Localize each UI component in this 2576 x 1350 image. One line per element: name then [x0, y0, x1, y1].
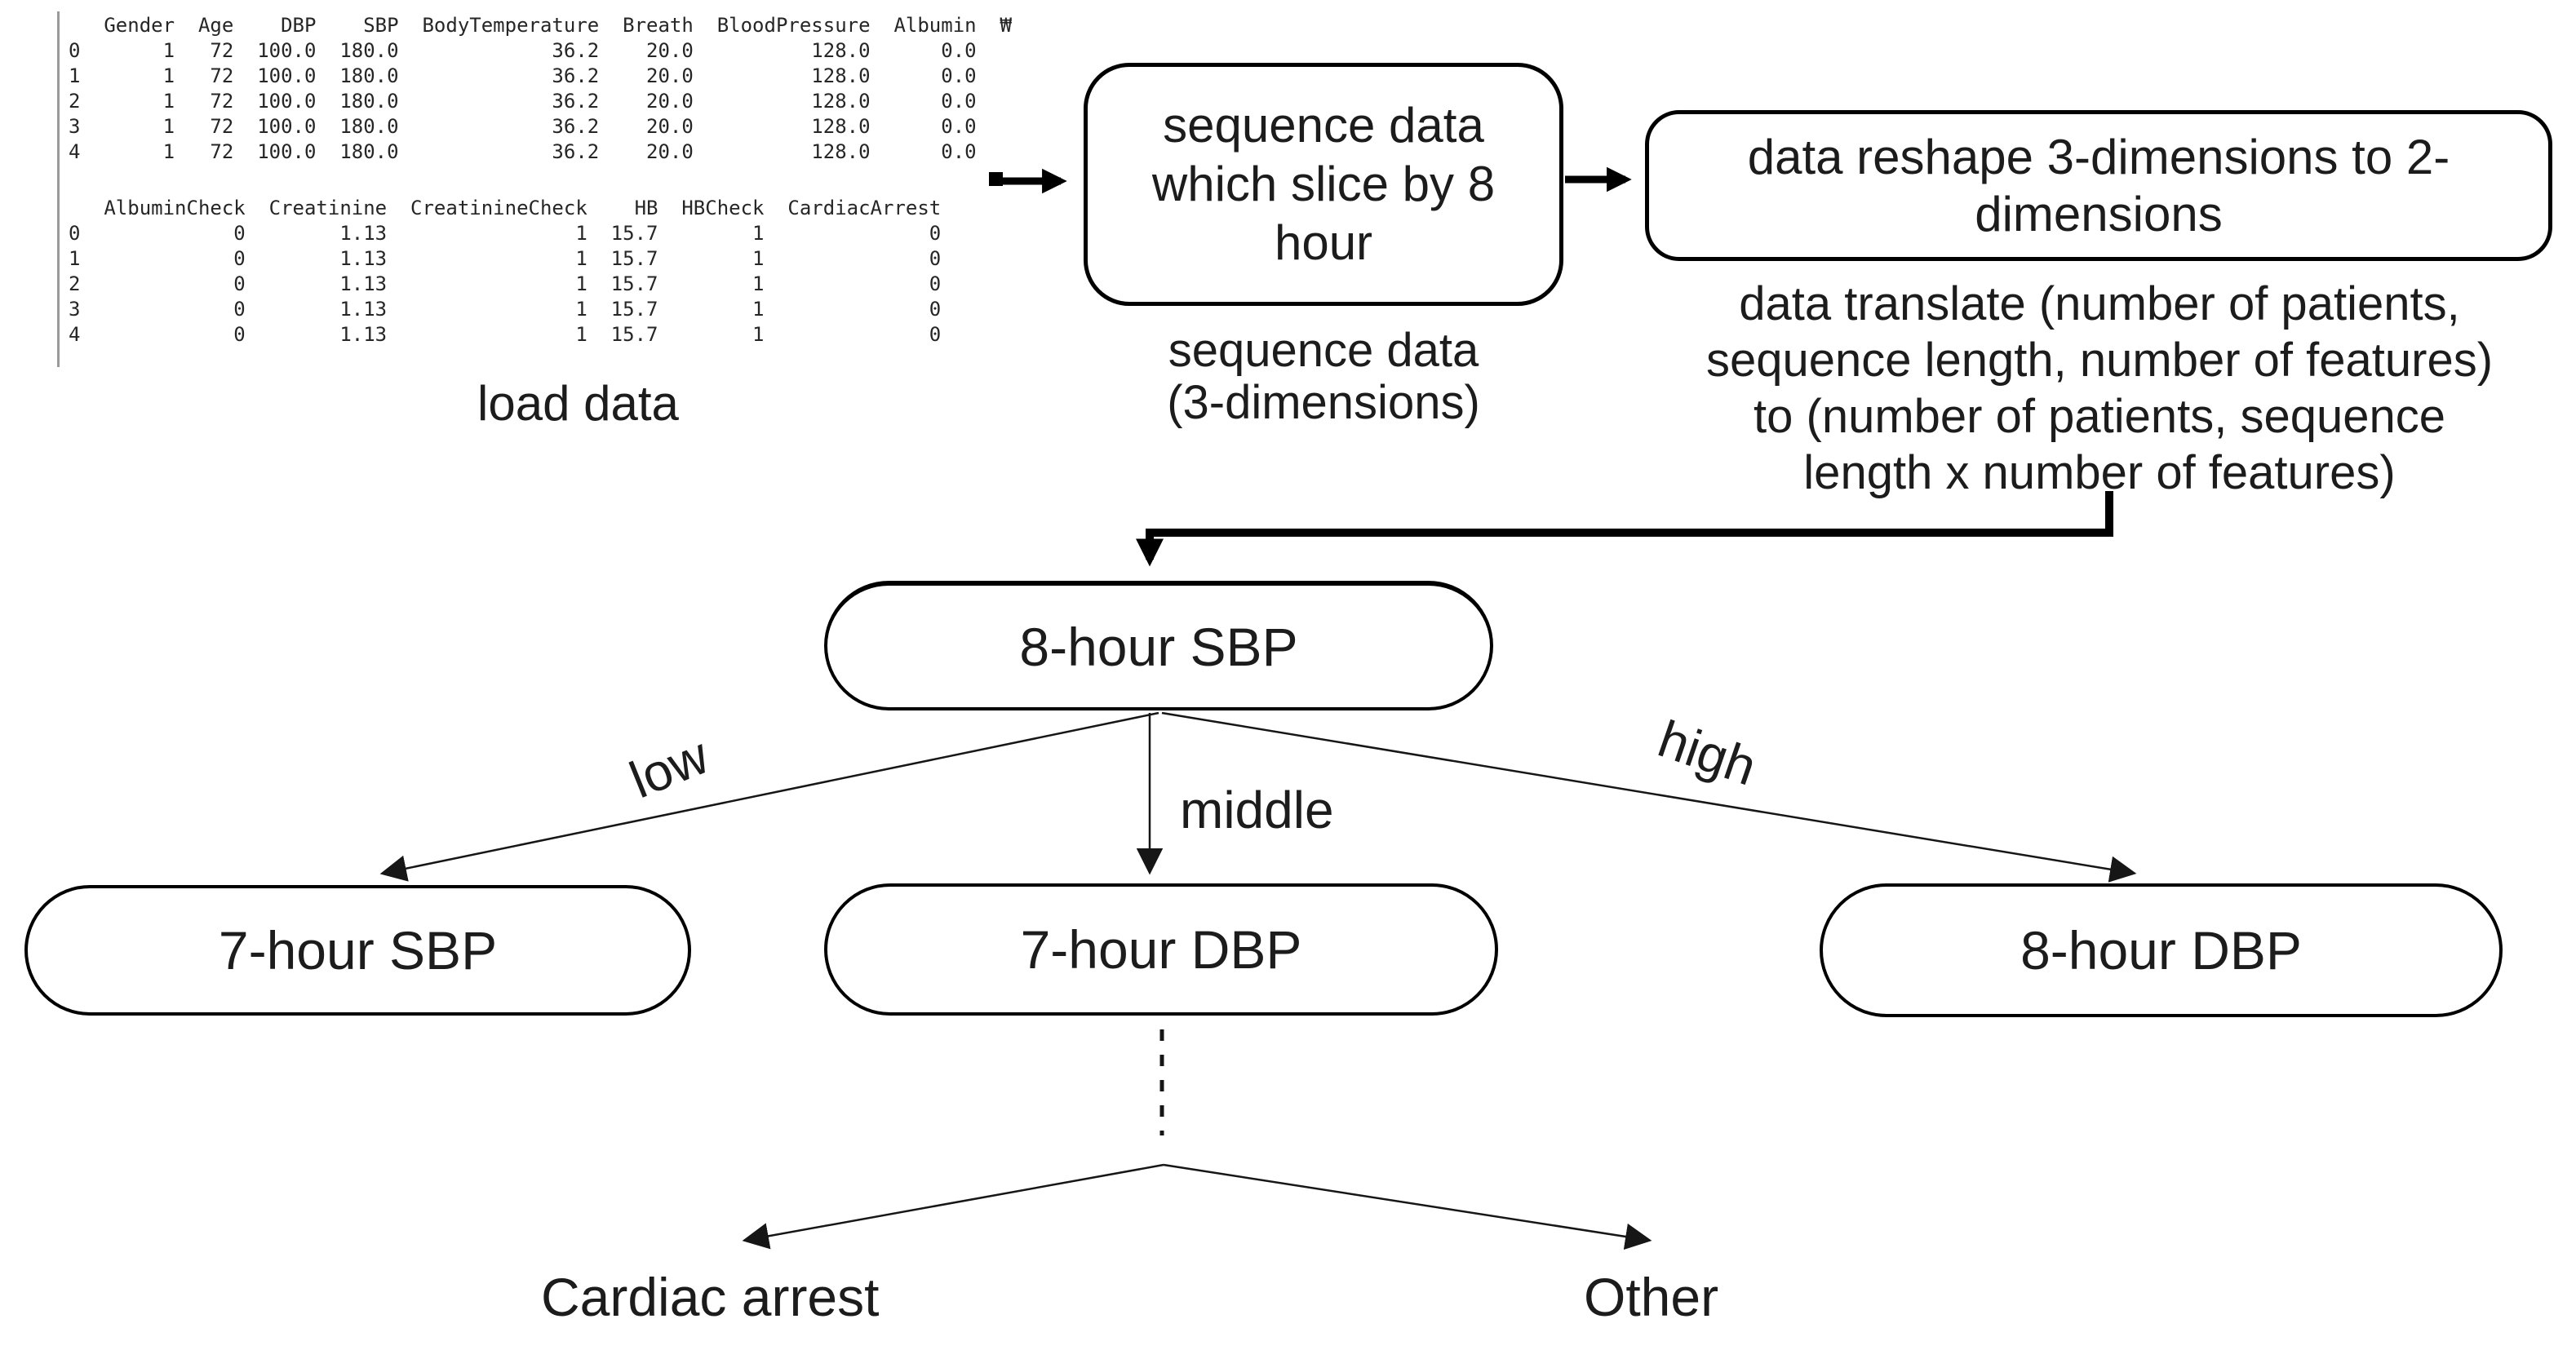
outcome-cardiac-arrest-label: Cardiac arrest	[541, 1267, 880, 1327]
node-7-hour-dbp-label: 7-hour DBP	[1020, 919, 1302, 980]
branch-label-low: low	[622, 725, 717, 810]
node-7-hour-sbp-label: 7-hour SBP	[218, 920, 498, 980]
sequence-slice-box-label: sequence data which slice by 8 hour	[1151, 98, 1496, 270]
load-data-label: load data	[477, 376, 679, 431]
branch-label-high: high	[1651, 709, 1764, 797]
node-8-hour-sbp-label: 8-hour SBP	[1019, 616, 1298, 677]
elbow-connector-to-root	[1135, 491, 2113, 567]
node-8-hour-sbp: 8-hour SBP	[824, 581, 1493, 710]
console-cell-border	[57, 11, 60, 367]
fan-line-other	[1163, 1163, 1652, 1250]
node-8-hour-dbp-label: 8-hour DBP	[2020, 920, 2302, 980]
reshape-box-label: data reshape 3-dimensions to 2- dimensio…	[1747, 129, 2450, 241]
branch-label-middle: middle	[1180, 781, 1334, 839]
node-7-hour-dbp: 7-hour DBP	[824, 883, 1498, 1016]
fan-line-cardiac-arrest	[742, 1163, 1164, 1250]
sequence-data-caption: sequence data (3-dimensions)	[1167, 324, 1480, 429]
dataframe-head-table: Gender Age DBP SBP BodyTemperature Breat…	[69, 14, 1012, 163]
data-translate-caption: data translate (number of patients, sequ…	[1705, 277, 2494, 499]
dataframe-tail-table: AlbuminCheck Creatinine CreatinineCheck …	[69, 197, 942, 346]
node-7-hour-sbp: 7-hour SBP	[24, 885, 691, 1016]
branch-line-low	[379, 711, 1159, 882]
outcome-other-label: Other	[1584, 1267, 1719, 1327]
reshape-box: data reshape 3-dimensions to 2- dimensio…	[1645, 110, 2552, 261]
cursor-block	[989, 172, 1003, 186]
node-8-hour-dbp: 8-hour DBP	[1820, 883, 2503, 1017]
sequence-slice-box: sequence data which slice by 8 hour	[1084, 63, 1563, 306]
